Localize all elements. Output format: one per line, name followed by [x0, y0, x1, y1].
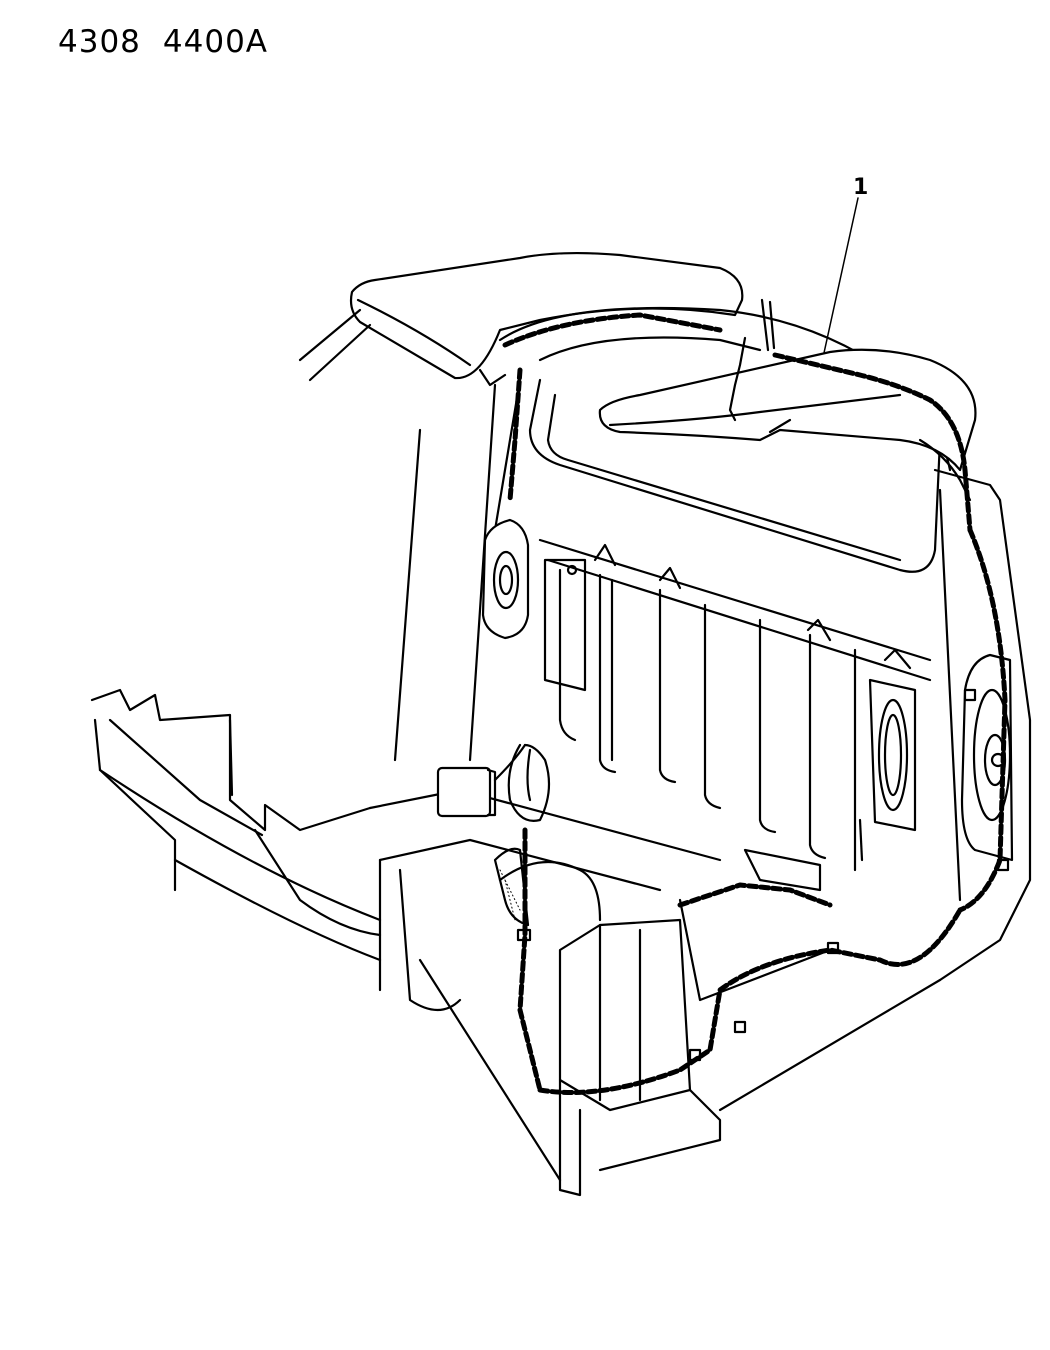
- left-floor-dash: [90, 688, 382, 962]
- roof-wiring-harness: [502, 298, 973, 533]
- left-rear-speaker: [481, 518, 587, 692]
- diagram-code-primary: 4308: [58, 24, 141, 60]
- floor-wiring-harness: [537, 848, 963, 1112]
- right-pillar: [933, 468, 1032, 982]
- diagram-code-secondary: 4400A: [162, 24, 269, 60]
- right-door-speaker: [957, 527, 1014, 913]
- diagram-code-header: 4308 4400A: [58, 24, 290, 60]
- cab-back-wall: [538, 538, 932, 872]
- harness-clips: [516, 688, 1010, 1062]
- callout-label-1: 1: [853, 175, 869, 200]
- floor-tunnel: [368, 788, 722, 1197]
- left-roof-visor: [349, 251, 744, 387]
- center-harness-connector: [436, 743, 551, 1093]
- callout-leader-line: [821, 197, 859, 363]
- right-rear-speaker: [858, 678, 917, 862]
- overhead-console: [598, 348, 977, 502]
